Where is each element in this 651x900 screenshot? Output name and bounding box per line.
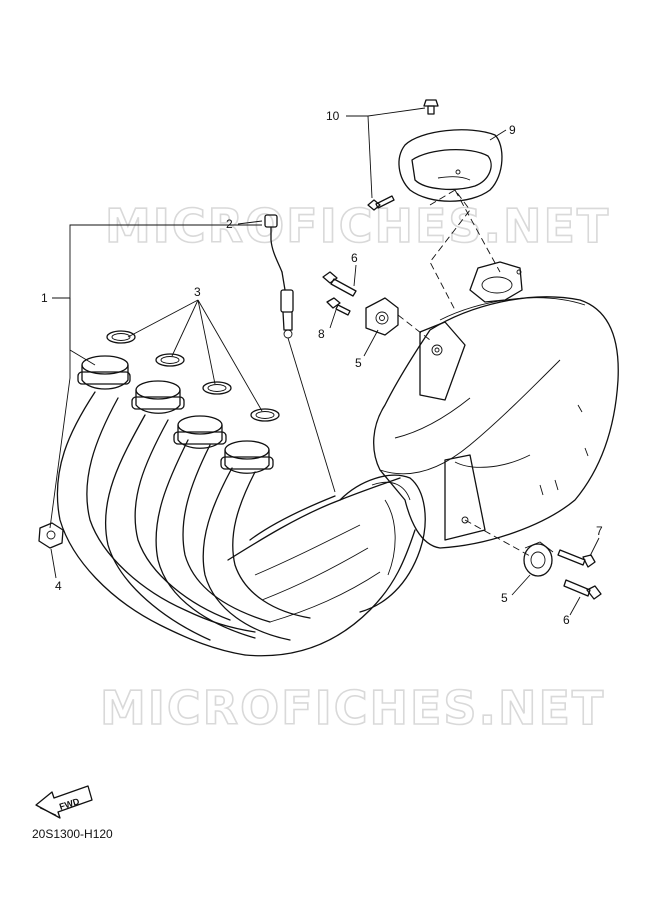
exhaust-header-pipes[interactable] bbox=[56, 355, 426, 657]
callout-3: 3 bbox=[194, 285, 201, 299]
assembly-dash-lines bbox=[397, 189, 531, 557]
callout-9: 9 bbox=[509, 123, 516, 137]
forward-arrow-icon: FWD bbox=[35, 785, 93, 819]
callout-1: 1 bbox=[41, 291, 48, 305]
flange-nut[interactable] bbox=[38, 522, 64, 549]
watermark-top: MICROFICHES.NET bbox=[105, 199, 610, 253]
diagram-code: 20S1300-H120 bbox=[32, 827, 113, 841]
callout-10: 10 bbox=[326, 109, 340, 123]
bolt-8[interactable] bbox=[326, 297, 351, 316]
bolt-10-left[interactable] bbox=[367, 195, 395, 211]
watermark-bottom: MICROFICHES.NET bbox=[100, 681, 605, 735]
callout-7: 7 bbox=[596, 524, 603, 538]
exhaust-gaskets[interactable] bbox=[106, 330, 280, 422]
callout-2: 2 bbox=[226, 217, 233, 231]
muffler[interactable] bbox=[373, 261, 619, 549]
bolt-10-top[interactable] bbox=[423, 99, 439, 115]
bolt-7[interactable] bbox=[557, 549, 596, 568]
callout-4: 4 bbox=[55, 579, 62, 593]
damper-bracket-lower[interactable] bbox=[523, 541, 554, 577]
muffler-tail-cover[interactable] bbox=[398, 129, 503, 202]
callout-5-upper: 5 bbox=[355, 356, 362, 370]
callout-8: 8 bbox=[318, 327, 325, 341]
leader-lines bbox=[49, 107, 600, 616]
callout-5-lower: 5 bbox=[501, 591, 508, 605]
bolt-6-lower[interactable] bbox=[563, 579, 602, 600]
callout-6-upper: 6 bbox=[351, 251, 358, 265]
bolt-6-upper[interactable] bbox=[322, 271, 357, 297]
fwd-label: FWD bbox=[58, 796, 81, 812]
damper-bracket-upper[interactable] bbox=[365, 297, 399, 336]
callout-6-lower: 6 bbox=[563, 613, 570, 627]
